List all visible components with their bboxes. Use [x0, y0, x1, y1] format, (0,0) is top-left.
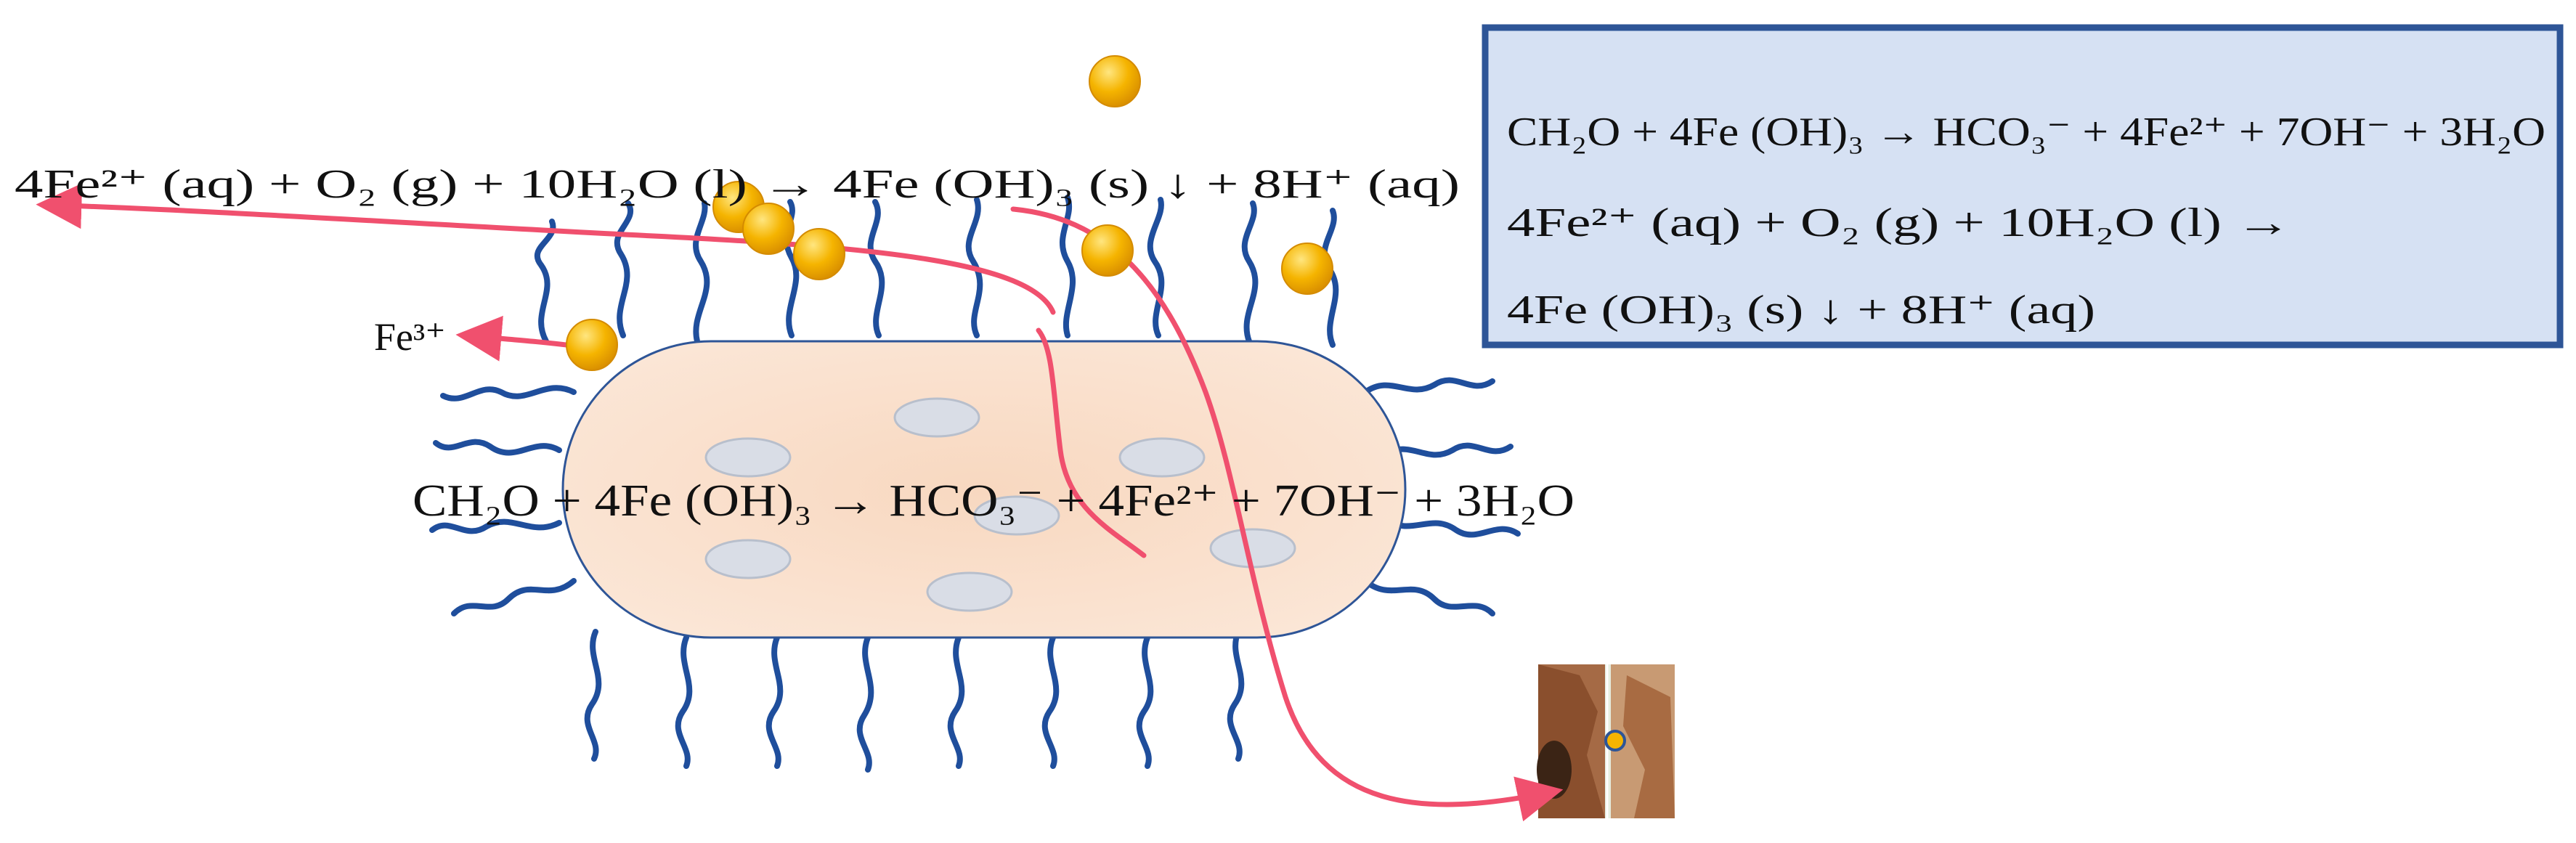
arrow-from-cell-upward: [1036, 327, 1147, 558]
cell-equation: CH₂O + 4Fe (OH)₃ → HCO₃⁻ + 4Fe²⁺ + 7OH⁻ …: [413, 476, 1575, 526]
top-equation: 4Fe²⁺ (aq) + O₂ (g) + 10H₂O (l) → 4Fe (O…: [15, 162, 1460, 207]
particle: [742, 203, 795, 255]
particle: [1081, 224, 1134, 277]
particle: [566, 319, 618, 371]
cell-inclusions: [704, 397, 1296, 612]
arrow-to-fe2-equation: [36, 183, 1056, 315]
particle: [793, 228, 845, 280]
box-equation-2: 4Fe²⁺ (aq) + O₂ (g) + 10H₂O (l) →: [1507, 200, 2291, 245]
box-equation-1: CH₂O + 4Fe (OH)₃ → HCO₃⁻ + 4Fe²⁺ + 7OH⁻ …: [1507, 110, 2545, 155]
arrow-to-fe3: [455, 315, 580, 362]
flagella: [429, 195, 1521, 773]
particle: [1281, 243, 1333, 295]
equation-box: CH₂O + 4Fe (OH)₃ → HCO₃⁻ + 4Fe²⁺ + 7OH⁻ …: [1482, 24, 2564, 349]
fe3-label: Fe³⁺: [374, 315, 446, 359]
iron-mineral-image: [1537, 664, 1675, 818]
box-equation-3: 4Fe (OH)₃ (s) ↓ + 8H⁺ (aq): [1507, 288, 2095, 333]
iron-particles: [566, 55, 1333, 371]
particle: [1089, 55, 1141, 107]
